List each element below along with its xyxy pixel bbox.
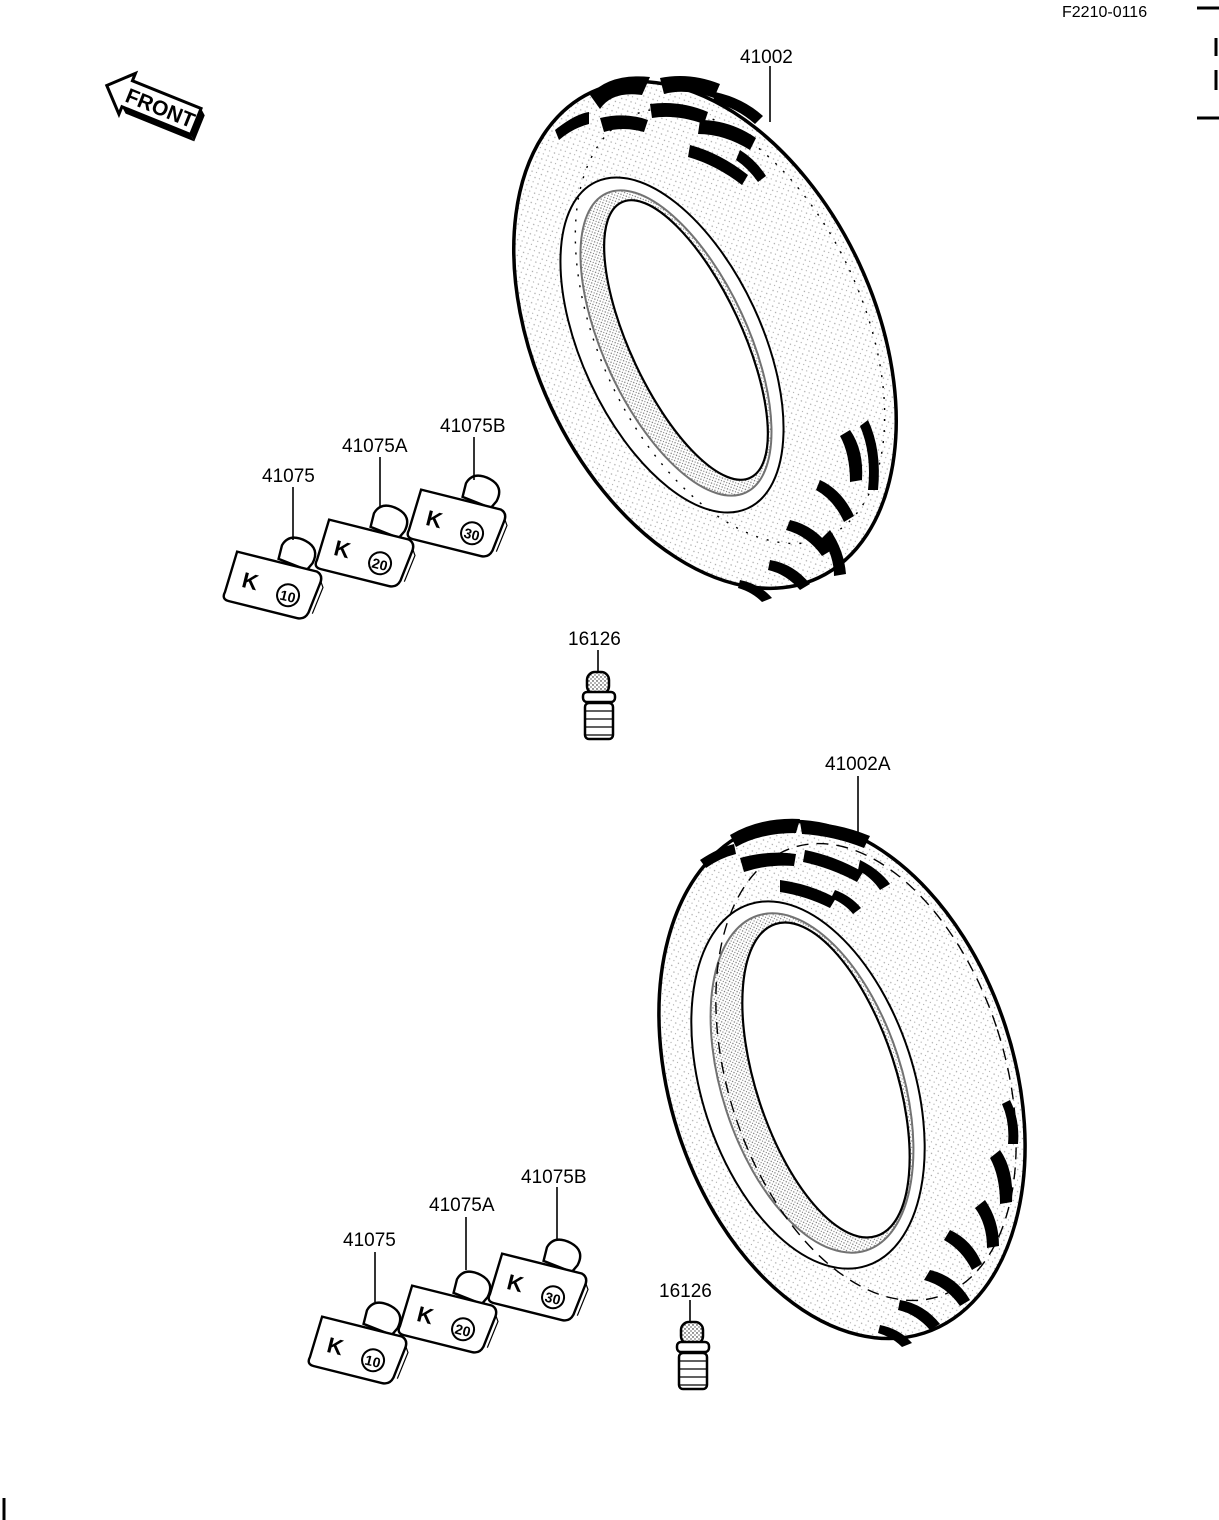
weight-k-mark: K [415, 1301, 437, 1329]
label-weight-10-lower: 41075 [343, 1230, 396, 1251]
weight-k-mark: K [240, 567, 262, 595]
weight-k-mark: K [424, 505, 446, 533]
tread-pattern-lower [700, 818, 1019, 1347]
weight-value-20: 20 [370, 555, 389, 574]
label-weight-20-lower: 41075A [429, 1195, 495, 1216]
weight-value-10: 10 [363, 1352, 382, 1371]
valve-lower [675, 1320, 711, 1391]
weight-10-lower: K 10 [307, 1301, 409, 1385]
tread-pattern-upper [555, 76, 879, 602]
weight-value-30: 30 [543, 1289, 562, 1308]
weight-value-30: 30 [462, 525, 481, 544]
front-arrow-icon: FRONT [104, 70, 205, 142]
weight-20-upper: K 20 [314, 504, 416, 588]
weight-k-mark: K [332, 535, 354, 563]
weight-value-10: 10 [278, 587, 297, 606]
edge-marks [2, 6, 1219, 1520]
drawing-code: F2210-0116 [1062, 4, 1147, 21]
label-valve-upper: 16126 [568, 629, 621, 650]
weight-30-lower: K 30 [487, 1238, 589, 1322]
label-valve-lower: 16126 [659, 1281, 712, 1302]
weight-30-upper: K 30 [406, 474, 508, 558]
weight-value-20: 20 [453, 1321, 472, 1340]
weight-k-mark: K [505, 1269, 527, 1297]
valve-upper [581, 670, 617, 741]
label-weight-20-upper: 41075A [342, 436, 408, 457]
label-tire-lower: 41002A [825, 754, 891, 775]
weight-20-lower: K 20 [397, 1270, 499, 1354]
label-weight-30-upper: 41075B [440, 416, 506, 437]
weight-10-upper: K 10 [222, 536, 324, 620]
weight-k-mark: K [325, 1332, 347, 1360]
tire-lower [657, 818, 1027, 1347]
tire-upper [512, 76, 898, 602]
label-weight-10-upper: 41075 [262, 466, 315, 487]
label-weight-30-lower: 41075B [521, 1167, 587, 1188]
label-tire-upper: 41002 [740, 47, 793, 68]
